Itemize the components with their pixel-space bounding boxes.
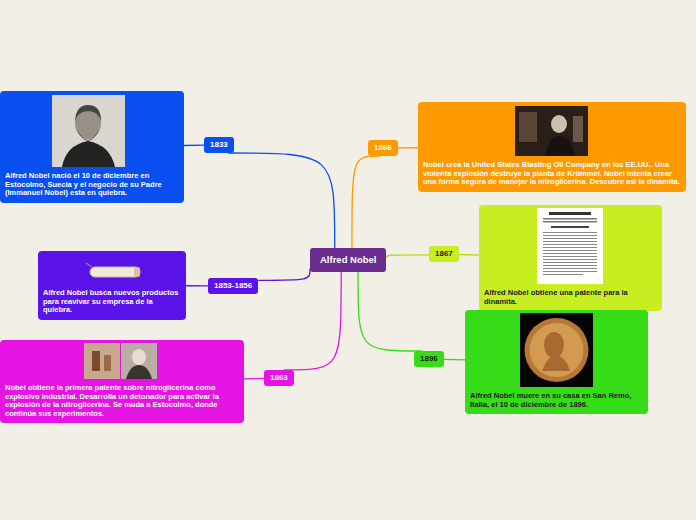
illustration-part bbox=[520, 313, 593, 387]
illustration-part bbox=[92, 351, 100, 371]
branch-line bbox=[186, 285, 208, 286]
photos bbox=[84, 343, 157, 379]
branch-line bbox=[244, 378, 264, 380]
illustration-part bbox=[77, 129, 99, 141]
illustration-part bbox=[543, 235, 597, 236]
year-tag: 1853-1856 bbox=[208, 278, 258, 294]
branch-line bbox=[258, 269, 310, 281]
year-tag: 1863 bbox=[264, 370, 294, 386]
year-label: 1833 bbox=[210, 140, 228, 150]
branch-line bbox=[386, 255, 429, 258]
event-text: Alfred Nobel muere en su casa en San Rem… bbox=[470, 392, 643, 409]
event-text: Nobel obtiene la primera patente sobre n… bbox=[5, 384, 239, 418]
illustration-part bbox=[86, 263, 92, 267]
event-box: Alfred Nobel nació el 10 de diciembre en… bbox=[0, 91, 184, 203]
illustration-part bbox=[543, 274, 583, 275]
event-box: Alfred Nobel muere en su casa en San Rem… bbox=[465, 310, 648, 414]
event-box: Nobel crea la United States Blasting Oil… bbox=[418, 102, 686, 192]
illustration-part bbox=[132, 349, 146, 365]
illustration-part bbox=[543, 262, 597, 263]
topic-label: Alfred Nobel bbox=[320, 254, 376, 266]
tube-picture bbox=[84, 260, 146, 284]
illustration-part bbox=[551, 115, 567, 133]
event-box: Nobel obtiene la primera patente sobre n… bbox=[0, 340, 244, 423]
branch-line bbox=[352, 156, 380, 248]
year-label: 1863 bbox=[270, 373, 288, 383]
illustration-part bbox=[543, 221, 597, 223]
branch-line bbox=[284, 272, 342, 370]
illustration-part bbox=[543, 250, 597, 251]
illustration-part bbox=[543, 265, 597, 266]
illustration-part bbox=[573, 116, 583, 142]
illustration-part bbox=[134, 267, 140, 277]
branch-line bbox=[459, 254, 479, 256]
illustration-part bbox=[545, 136, 575, 156]
illustration-part bbox=[90, 267, 140, 277]
event-text: Alfred Nobel nació el 10 de diciembre en… bbox=[5, 172, 179, 198]
illustration-part bbox=[543, 218, 597, 220]
illustration-part bbox=[543, 232, 597, 233]
central-topic: Alfred Nobel bbox=[310, 248, 386, 272]
illustration-part bbox=[530, 323, 584, 377]
illustration-part bbox=[515, 106, 588, 156]
year-tag: 1866 bbox=[368, 140, 398, 156]
illustration-part bbox=[121, 343, 157, 379]
illustration-part bbox=[543, 256, 597, 257]
branch-line bbox=[444, 359, 465, 361]
event-box: Alfred Nobel obtiene una patente para la… bbox=[479, 205, 662, 311]
illustration-part bbox=[549, 212, 591, 215]
patent-document bbox=[537, 208, 603, 284]
illustration-part bbox=[537, 208, 603, 284]
year-label: 1866 bbox=[374, 143, 392, 153]
illustration-part bbox=[543, 238, 597, 239]
illustration-part bbox=[62, 141, 115, 167]
illustration-part bbox=[519, 112, 537, 142]
illustration-part bbox=[543, 271, 597, 272]
illustration-part bbox=[84, 343, 120, 379]
illustration-part bbox=[126, 365, 152, 379]
event-text: Alfred Nobel obtiene una patente para la… bbox=[484, 289, 657, 306]
branch-line bbox=[398, 147, 418, 148]
illustration-part bbox=[52, 95, 125, 167]
year-label: 1867 bbox=[435, 249, 453, 259]
lab-photo bbox=[515, 106, 588, 156]
illustration-part bbox=[544, 332, 564, 358]
illustration-part bbox=[543, 268, 597, 269]
illustration-part bbox=[104, 355, 111, 371]
illustration-part bbox=[543, 244, 597, 245]
portrait-photo bbox=[52, 95, 125, 167]
illustration-part bbox=[543, 259, 597, 260]
illustration-part bbox=[551, 226, 589, 228]
year-tag: 1867 bbox=[429, 246, 459, 262]
year-tag: 1896 bbox=[414, 351, 444, 367]
event-box: Alfred Nobel busca nuevos productos para… bbox=[38, 251, 186, 320]
year-tag: 1833 bbox=[204, 137, 234, 153]
medal-photo bbox=[520, 313, 593, 387]
branch-line bbox=[184, 145, 204, 147]
illustration-part bbox=[525, 318, 589, 382]
event-text: Alfred Nobel busca nuevos productos para… bbox=[43, 289, 181, 315]
branch-line bbox=[358, 272, 422, 351]
illustration-part bbox=[543, 241, 597, 242]
year-label: 1853-1856 bbox=[214, 281, 252, 291]
event-text: Nobel crea la United States Blasting Oil… bbox=[423, 161, 681, 187]
illustration-part bbox=[543, 247, 597, 248]
illustration-part bbox=[543, 253, 597, 254]
illustration-part bbox=[75, 105, 101, 121]
branch-line bbox=[228, 153, 335, 248]
year-label: 1896 bbox=[420, 354, 438, 364]
illustration-part bbox=[542, 355, 570, 371]
